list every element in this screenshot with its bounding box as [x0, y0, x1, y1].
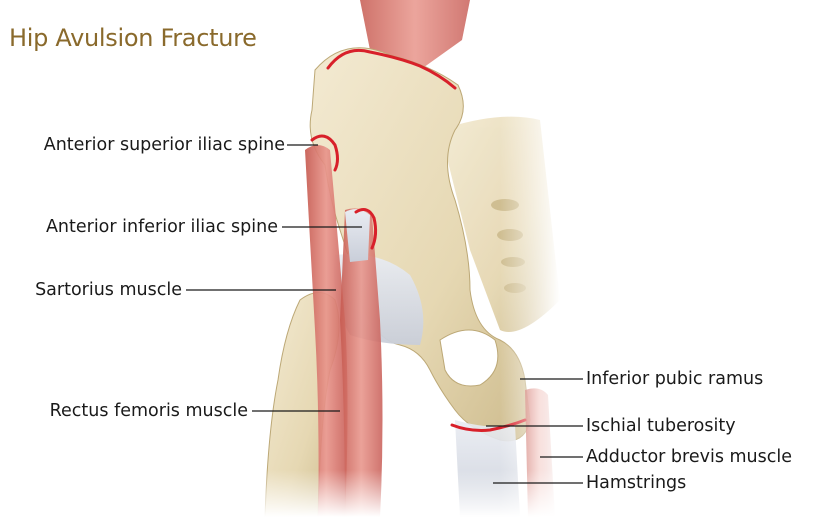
label-anterior-superior-iliac-spine: Anterior superior iliac spine: [44, 135, 285, 155]
label-anterior-inferior-iliac-spine: Anterior inferior iliac spine: [46, 217, 278, 237]
label-ischial-tuberosity: Ischial tuberosity: [586, 416, 736, 436]
label-inferior-pubic-ramus: Inferior pubic ramus: [586, 369, 763, 389]
label-adductor-brevis-muscle: Adductor brevis muscle: [586, 447, 792, 467]
label-sartorius-muscle: Sartorius muscle: [35, 280, 182, 300]
label-rectus-femoris-muscle: Rectus femoris muscle: [50, 401, 248, 421]
label-hamstrings: Hamstrings: [586, 473, 686, 493]
